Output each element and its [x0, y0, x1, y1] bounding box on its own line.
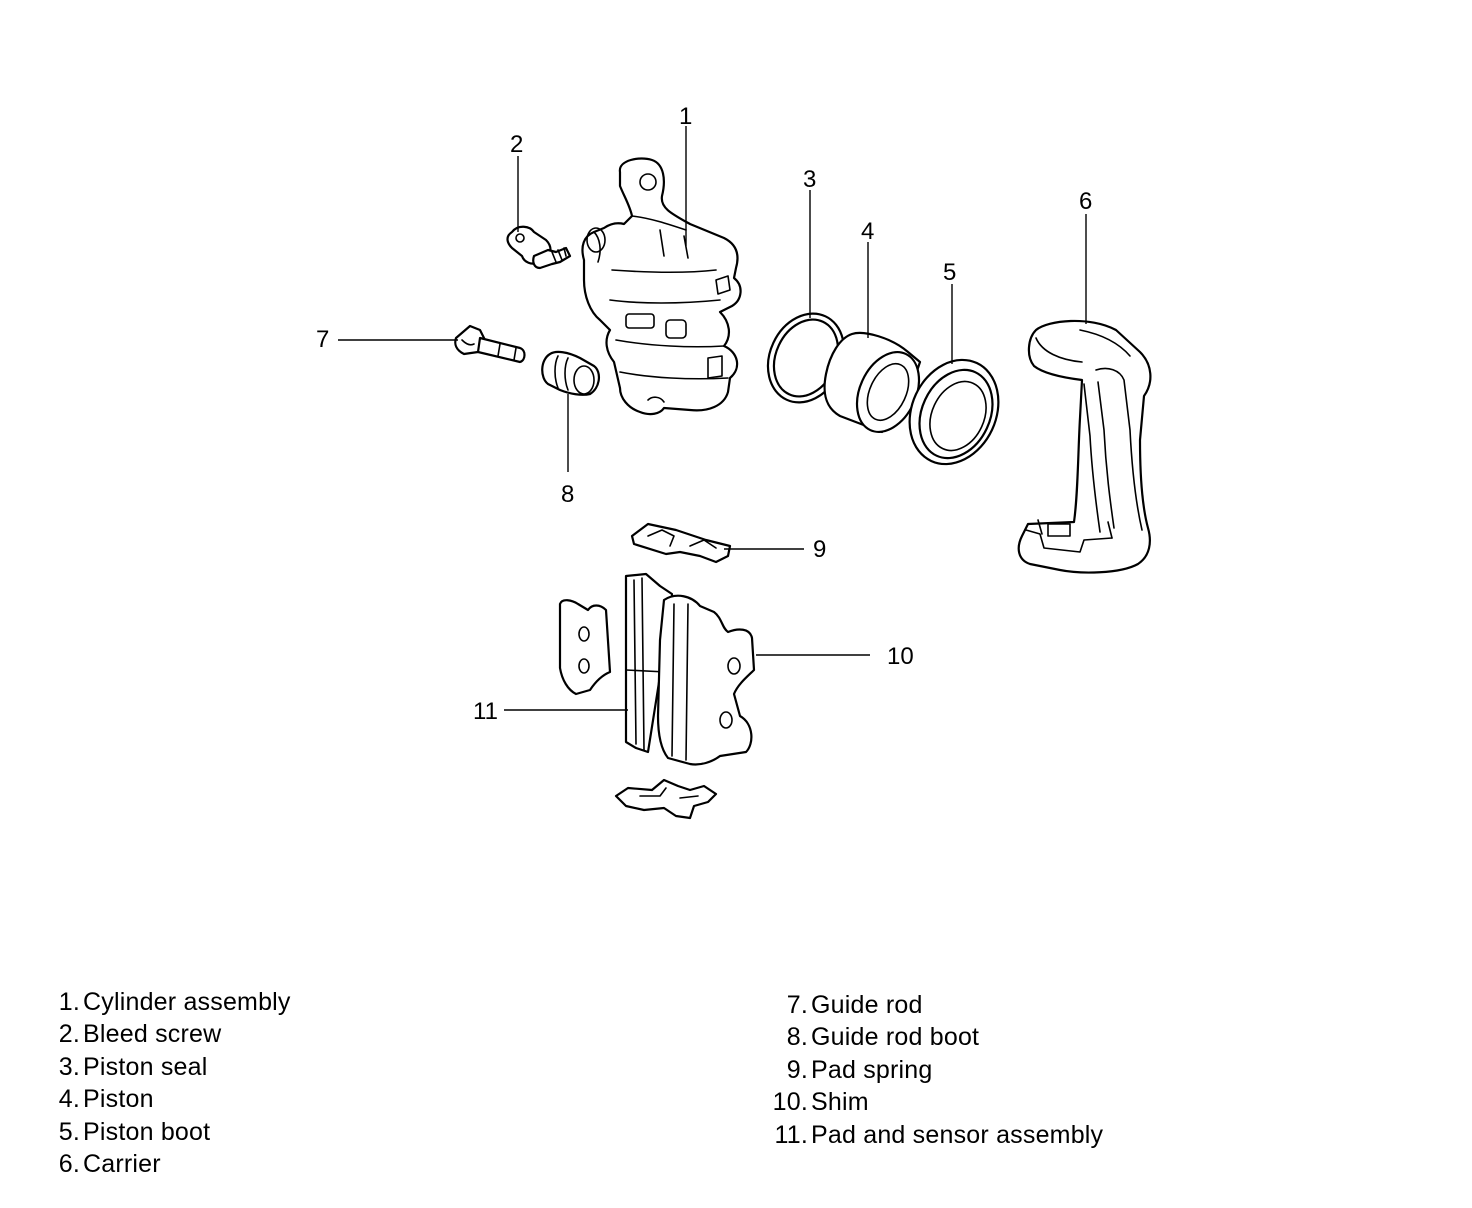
pad-spring-part — [630, 522, 732, 564]
legend-right-column: 7.Guide rod 8.Guide rod boot 9.Pad sprin… — [764, 989, 1103, 1151]
legend-label: Piston seal — [83, 1052, 208, 1081]
legend-label: Guide rod — [811, 991, 923, 1019]
brake-caliper-exploded-diagram: 1 2 3 4 5 6 7 8 9 10 11 — [316, 103, 1152, 820]
legend-item-guide-rod: 7.Guide rod — [764, 989, 1103, 1021]
legend-number: 4. — [58, 1085, 80, 1114]
legend-label: Cylinder assembly — [83, 988, 291, 1016]
legend-label: Pad and sensor assembly — [811, 1120, 1104, 1149]
callout-3: 3 — [803, 166, 816, 193]
piston-part — [823, 331, 922, 434]
legend-number: 8. — [786, 1023, 808, 1052]
legend-left-column: 1.Cylinder assembly 2.Bleed screw 3.Pist… — [51, 986, 291, 1180]
piston-boot-part — [908, 358, 1000, 466]
legend-number: 9. — [786, 1055, 808, 1084]
callout-1: 1 — [679, 103, 692, 130]
legend-item-piston-boot: 5.Piston boot — [51, 1116, 291, 1148]
callout-11: 11 — [473, 698, 498, 725]
legend-item-bleed-screw: 2.Bleed screw — [51, 1018, 291, 1050]
lower-pad-clip-part — [614, 778, 718, 820]
callout-7: 7 — [316, 326, 329, 353]
leader-lines — [338, 126, 1087, 711]
legend-item-guide-rod-boot: 8.Guide rod boot — [764, 1021, 1103, 1053]
legend-label: Piston boot — [83, 1117, 211, 1146]
legend-item-cylinder-assembly: 1.Cylinder assembly — [51, 986, 291, 1018]
pad-and-sensor-assembly-part — [558, 572, 674, 754]
callout-10: 10 — [887, 643, 914, 670]
callout-8: 8 — [561, 481, 574, 508]
callout-6: 6 — [1079, 188, 1092, 215]
guide-rod-boot-part — [541, 350, 600, 396]
callout-4: 4 — [861, 218, 874, 245]
shim-part — [656, 594, 756, 766]
callout-9: 9 — [813, 536, 826, 563]
carrier-part — [1017, 319, 1152, 574]
legend-number: 11. — [774, 1120, 808, 1149]
guide-rod-part — [454, 324, 526, 364]
legend-label: Shim — [811, 1088, 869, 1117]
legend-item-piston: 4.Piston — [51, 1083, 291, 1115]
legend-item-carrier: 6.Carrier — [51, 1148, 291, 1180]
legend-number: 6. — [58, 1150, 80, 1179]
legend-number: 1. — [58, 988, 80, 1016]
bleed-screw-part — [506, 225, 572, 270]
legend-label: Guide rod boot — [811, 1023, 980, 1052]
callout-2: 2 — [510, 131, 523, 158]
callouts: 1 2 3 4 5 6 7 8 9 10 11 — [316, 103, 1092, 725]
legend-number: 5. — [58, 1117, 80, 1146]
legend-item-shim: 10.Shim — [764, 1086, 1103, 1118]
legend-number: 7. — [786, 991, 808, 1019]
cylinder-assembly-part — [581, 157, 742, 416]
legend-label: Pad spring — [811, 1055, 933, 1084]
legend-label: Bleed screw — [83, 1020, 222, 1049]
legend-item-pad-spring: 9.Pad spring — [764, 1054, 1103, 1086]
legend-number: 2. — [58, 1020, 80, 1049]
legend-number: 3. — [58, 1052, 80, 1081]
legend-item-piston-seal: 3.Piston seal — [51, 1051, 291, 1083]
legend-label: Carrier — [83, 1150, 161, 1179]
legend-label: Piston — [83, 1085, 154, 1114]
legend-number: 10. — [772, 1088, 808, 1117]
callout-5: 5 — [943, 259, 956, 286]
legend-item-pad-and-sensor-assembly: 11.Pad and sensor assembly — [764, 1119, 1104, 1151]
